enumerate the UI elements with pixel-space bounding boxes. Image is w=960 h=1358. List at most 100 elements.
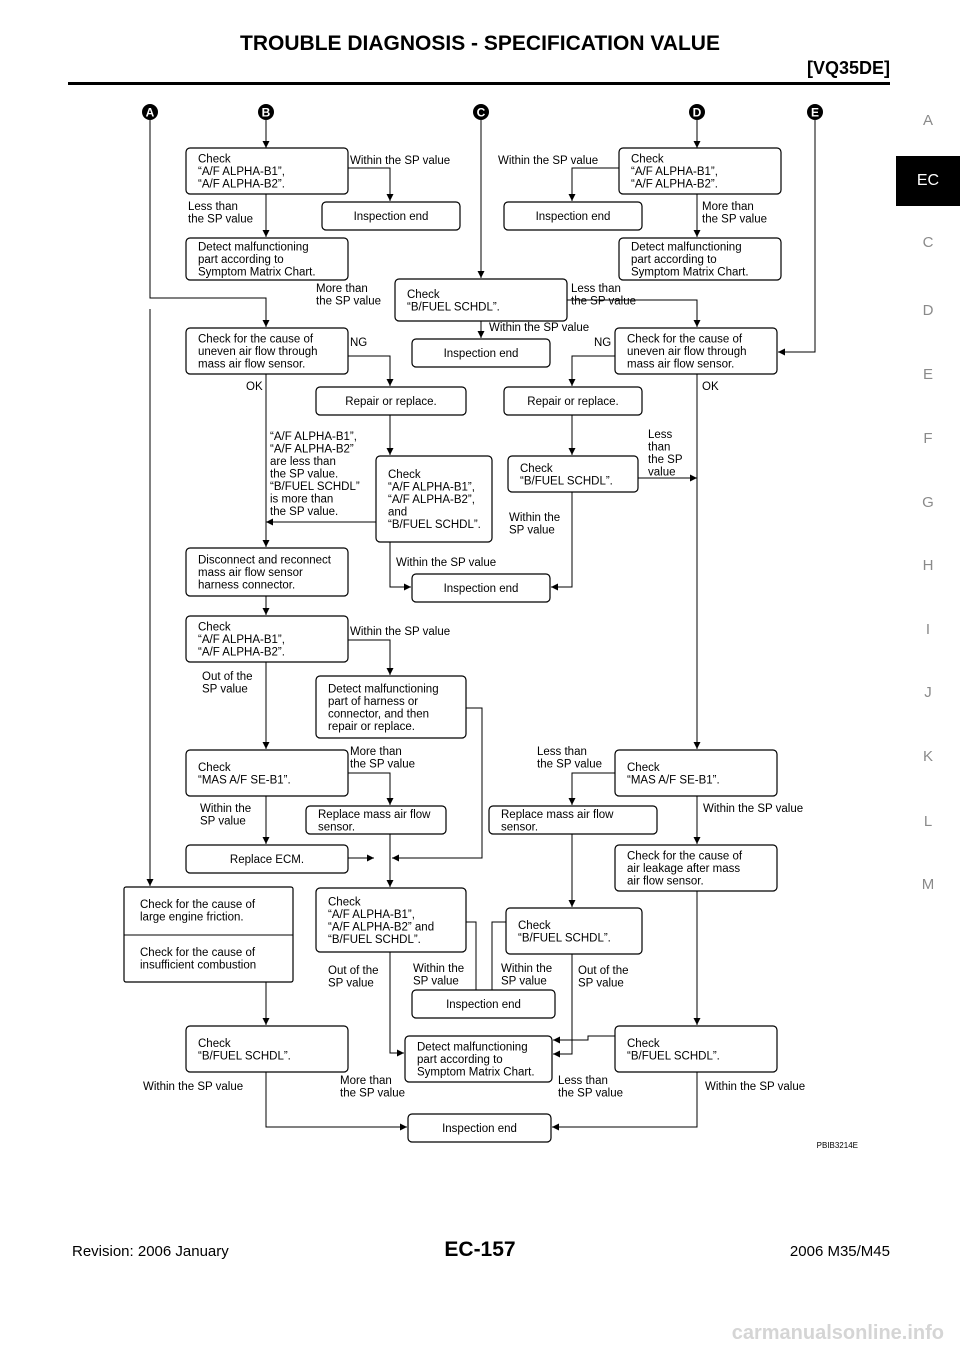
l2-line: Less than [188, 201, 238, 213]
flow-box-b12 [503, 386, 643, 416]
flow-box-b11 [315, 386, 467, 416]
l14-line: Within the [509, 512, 560, 524]
flow-box-b28 [411, 989, 556, 1019]
revision-date: Revision: 2006 January [72, 1243, 229, 1260]
l4-line: the SP value [702, 214, 767, 226]
flow-connector-line [348, 772, 394, 805]
flow-box-b7 [394, 278, 568, 322]
flow-box-b19 [185, 749, 349, 797]
section-index-i[interactable]: I [925, 621, 931, 638]
b10-line: Check for the cause of [627, 334, 743, 346]
connector-a [142, 104, 158, 120]
l9-line: OK [246, 381, 263, 393]
b22-line: sensor. [501, 821, 538, 833]
section-index-k[interactable]: K [922, 748, 933, 765]
b3-line: Symptom Matrix Chart. [198, 267, 316, 279]
b30-line: Detect malfunctioning [417, 1042, 528, 1054]
b24-line: air leakage after mass [627, 863, 740, 875]
connector-c [473, 104, 489, 120]
b4-line: “A/F ALPHA-B1”, [631, 166, 718, 178]
b18-line: repair or replace. [328, 721, 415, 733]
section-index-l[interactable]: L [923, 813, 933, 830]
b30-line: part according to [417, 1054, 503, 1066]
section-index-f[interactable]: F [923, 430, 933, 447]
flow-box-b24 [614, 844, 778, 892]
l12-line: are less than [270, 456, 336, 468]
l13-line: value [648, 467, 676, 479]
figure-id: PBIB3214E [817, 1141, 858, 1150]
l12-line: is more than [270, 494, 333, 506]
b8-line: Check for the cause of [198, 334, 314, 346]
b3-line: Detect malfunctioning [198, 242, 309, 254]
b26-line: “B/FUEL SCHDL”. [328, 934, 421, 946]
b15-line: harness connector. [198, 580, 295, 592]
l24-line: Within the [501, 963, 552, 975]
b13-line: and [388, 507, 407, 519]
b17-line: Check [198, 622, 231, 634]
l5-line: the SP value [316, 296, 381, 308]
b27-line: “B/FUEL SCHDL”. [518, 932, 611, 944]
flow-box-b20 [614, 749, 778, 797]
b21-line: Replace mass air flow [318, 809, 431, 821]
flow-connector-line [348, 167, 394, 201]
b28-line: Inspection end [446, 999, 521, 1011]
l12-line: “B/FUEL SCHDL” [270, 481, 360, 493]
flow-connector-line [553, 1035, 615, 1044]
flow-box-b8 [185, 327, 349, 375]
b25b-line: insufficient combustion [140, 960, 256, 972]
l27-line: More than [340, 1075, 392, 1087]
section-index-c[interactable]: C [922, 234, 934, 251]
flow-box-b30 [404, 1035, 553, 1083]
b8-line: uneven air flow through [198, 346, 318, 358]
b7-line: Check [407, 289, 440, 301]
connector-b [258, 104, 274, 120]
section-index-m[interactable]: M [921, 876, 935, 893]
b19-line: “MAS A/F SE-B1”. [198, 774, 291, 786]
b29-line: Check [198, 1038, 231, 1050]
section-index-j[interactable]: J [924, 684, 932, 701]
flow-connector-line [389, 542, 411, 591]
b6-line: part according to [631, 254, 717, 266]
b24-line: air flow sensor. [627, 876, 704, 888]
l13-line: Less [648, 429, 673, 441]
l12-line: the SP value. [270, 506, 338, 518]
b20-line: Check [627, 762, 660, 774]
connector-d-letter: D [693, 106, 702, 120]
b13-line: “A/F ALPHA-B2”, [388, 494, 475, 506]
flow-box-b17 [185, 615, 349, 663]
l11-line: OK [702, 381, 719, 393]
section-index-g[interactable]: G [922, 494, 934, 511]
b25a-line: large engine friction. [140, 912, 244, 924]
l23-line: SP value [413, 976, 459, 988]
l20-line: SP value [200, 816, 246, 828]
b7-line: “B/FUEL SCHDL”. [407, 301, 500, 313]
section-index-a[interactable]: A [922, 112, 933, 129]
section-index-d[interactable]: D [922, 302, 934, 319]
connector-d [689, 104, 705, 120]
b18-line: part of harness or [328, 696, 418, 708]
section-index-e[interactable]: E [922, 366, 933, 383]
l12-line: “A/F ALPHA-B1”, [270, 431, 357, 443]
l12-line: “A/F ALPHA-B2” [270, 444, 354, 456]
b8-line: mass air flow sensor. [198, 359, 305, 371]
flow-box-b3 [185, 237, 349, 281]
l17-line: SP value [202, 684, 248, 696]
b17-line: “A/F ALPHA-B1”, [198, 634, 285, 646]
b22-line: Replace mass air flow [501, 809, 614, 821]
b30-line: Symptom Matrix Chart. [417, 1067, 535, 1079]
l16-line: Within the SP value [350, 626, 450, 638]
flow-box-b15 [185, 547, 349, 597]
l29-line: Within the SP value [705, 1081, 805, 1093]
b4-line: “A/F ALPHA-B2”. [631, 179, 718, 191]
flow-box-b1 [185, 147, 349, 195]
b29-line: “B/FUEL SCHDL”. [198, 1050, 291, 1062]
flow-box-b23 [185, 844, 349, 874]
l19-line: Less than [537, 746, 587, 758]
connector-e [807, 104, 823, 120]
section-index-h[interactable]: H [922, 557, 934, 574]
l7-line: Within the SP value [489, 322, 589, 334]
flow-connector-line [568, 355, 615, 386]
section-tab-active[interactable]: EC [896, 156, 960, 206]
